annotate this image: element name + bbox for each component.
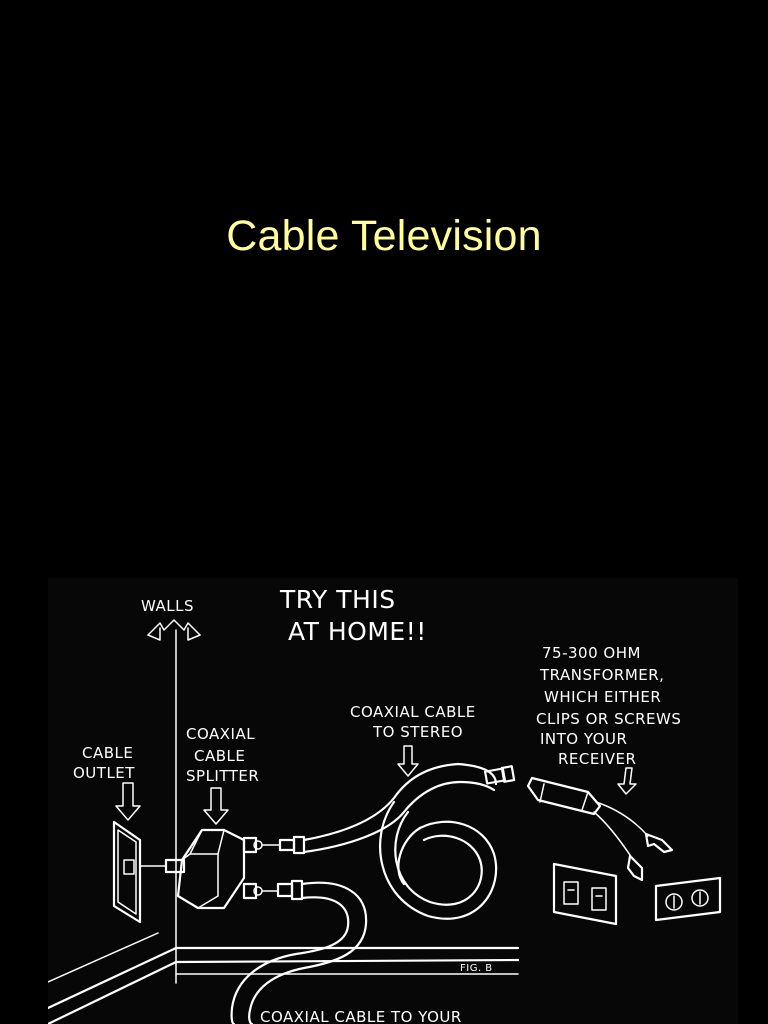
walls-label: WALLS (141, 597, 194, 615)
transformer-label-line1: 75-300 OHM (542, 644, 641, 662)
try-this-label-line1: TRY THIS (279, 585, 396, 614)
cable-outlet-label-line2: OUTLET (73, 764, 135, 782)
splitter-label-line1: COAXIAL (186, 725, 255, 743)
transformer-label-line3: WHICH EITHER (544, 688, 661, 706)
cable-hookup-sketch: WALLS TRY THIS AT HOME!! 75-300 OHM TRAN… (48, 578, 738, 1024)
splitter-label-line3: SPLITTER (186, 767, 259, 785)
coax-stereo-label-line2: TO STEREO (372, 723, 463, 741)
slide-title: Cable Television (0, 212, 768, 261)
coax-stereo-label-line1: COAXIAL CABLE (350, 703, 476, 721)
transformer-label-line6: RECEIVER (558, 750, 636, 768)
transformer-label-line4: CLIPS OR SCREWS (536, 710, 681, 728)
coax-bottom-label: COAXIAL CABLE TO YOUR (260, 1008, 462, 1024)
transformer-label-line5: INTO YOUR (540, 730, 627, 748)
figure-tag: FIG. B (460, 963, 493, 974)
try-this-label-line2: AT HOME!! (288, 617, 427, 646)
transformer-label-line2: TRANSFORMER, (539, 666, 664, 684)
cable-outlet-label-line1: CABLE (82, 744, 133, 762)
splitter-label-line2: CABLE (194, 747, 245, 765)
